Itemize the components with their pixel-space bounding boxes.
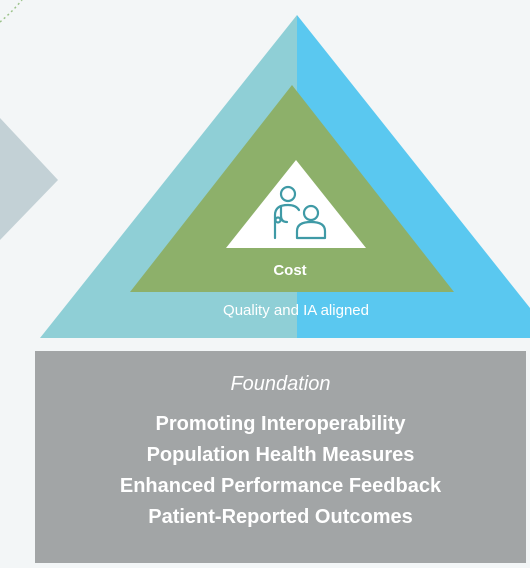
foundation-item-interoperability: Promoting Interoperability — [155, 413, 406, 435]
foundation-box: Foundation Promoting Interoperability Po… — [35, 351, 526, 563]
foundation-item-patient-outcomes: Patient-Reported Outcomes — [148, 506, 413, 528]
dotted-curve-decoration — [0, 0, 23, 23]
foundation-item-performance-feedback: Enhanced Performance Feedback — [119, 475, 442, 497]
foundation-list: Promoting Interoperability Population He… — [35, 409, 526, 533]
doctor-patient-icon — [273, 185, 327, 240]
left-arrow-shape — [0, 118, 58, 240]
cost-label: Cost — [273, 262, 307, 279]
quality-ia-label: Quality and IA aligned — [223, 302, 369, 319]
foundation-title: Foundation — [230, 373, 331, 395]
inner-triangle — [226, 160, 366, 248]
foundation-item-population-health: Population Health Measures — [146, 444, 415, 466]
